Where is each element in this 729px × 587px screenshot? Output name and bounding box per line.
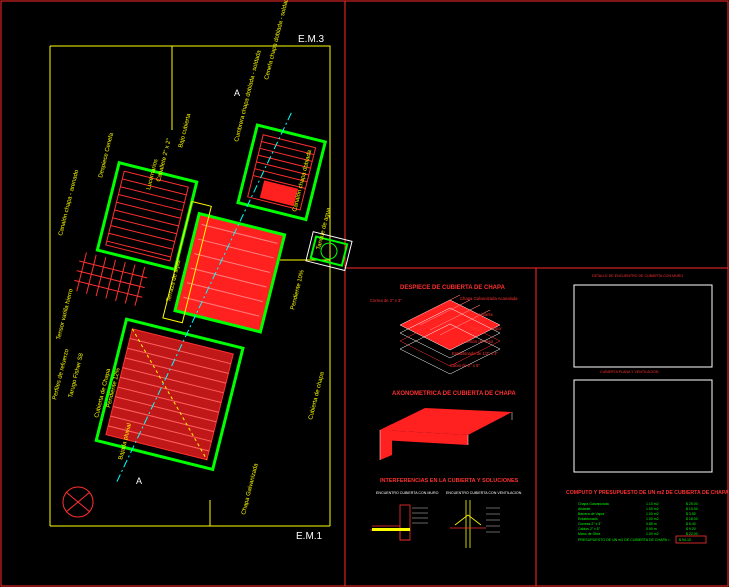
budget-cell: Barrera de Vapor [578,512,605,516]
despiece-title: DESPIECE DE CUBIERTA DE CHAPA [400,285,506,291]
despiece-label: Aislante [478,312,494,317]
despiece-label: Listón de Yeso [466,339,494,344]
budget-total-value: $ 94.10 [679,538,691,542]
north-arrow-icon [62,486,94,518]
budget-cell: $ 6.40 [686,522,696,526]
budget-cell: Aislante [578,507,591,511]
budget-cell: Entablonado [578,517,598,521]
interferencias-panel: INTERFERENCIAS EN LA CUBIERTA Y SOLUCION… [370,478,522,548]
despiece-label: Barrera de Vapor [470,326,502,331]
annotation: Tensor varilla hierro [56,288,75,341]
budget-cell: Chapa Galvanizada [578,502,609,506]
roof-module-center [162,200,287,334]
annotation: Chapa Galvanizada [241,462,260,515]
label-em3: E.M.3 [298,34,325,45]
roof-module-top [236,123,328,222]
roof-plan: E.M.3 E.M.1 A A Cumbrera chapa doblada -… [49,0,353,542]
budget-cell: $ 22.00 [686,532,698,536]
interferencias-title: INTERFERENCIAS EN LA CUBIERTA Y SOLUCION… [380,478,519,484]
section-line-a [116,112,292,482]
label-em1: E.M.1 [296,531,323,542]
budget-total-box [675,535,707,544]
right-panel: DETALLE DE ENCUENTRO DE CUBIERTA CON MUR… [566,274,729,544]
box2-title: CUBIERTA PLANA Y VENTILACION [600,370,659,374]
annotation: Canalón chapa - arenado [58,169,80,237]
budget-title: COMPUTO Y PRESUPUESTO DE UN m2 DE CUBIER… [566,490,729,496]
annotation: Cubierta de chapa [308,371,326,421]
budget-cell: 1.00 m2 [646,532,659,536]
annotation: Pendiente 10% [290,269,306,311]
budget-cell: 0.85 m [646,522,657,526]
budget-cell: 1.10 m2 [646,502,659,506]
roof-module-left [95,160,199,272]
water-tank [305,231,353,272]
budget-cell: 1.00 m2 [646,517,659,521]
annotation: Perfiles de refuerzo [52,348,71,401]
despiece-label: Entablonado de 1/2" x 4" [452,351,499,356]
annotation: Cenefa chapa doblada - soldada [264,0,291,80]
section-a-top: A [234,88,240,98]
annotation: Bajo cubierta [178,112,192,148]
annotation: Tarugo Fisher S8 [68,352,85,398]
budget-cell: $ 10.00 [686,507,698,511]
despiece-label: Cabio de 2" x 5" [450,363,480,368]
budget-cell: $ 3.50 [686,512,696,516]
detail-box-2 [573,379,713,473]
budget-table: Chapa Galvanizada 1.10 m2 $ 25.00 Aislan… [578,502,698,536]
roof-module-bottom [94,317,245,472]
budget-cell: Mano de Obra [578,532,600,536]
budget-cell: 1.00 m2 [646,512,659,516]
budget-cell: Cabios 2" x 5" [578,527,601,531]
despiece-label: Chapa Galvanizada Acanalada [460,296,518,301]
axono-title: AXONOMETRICA DE CUBIERTA DE CHAPA [392,391,516,397]
sub-right: ENCUENTRO CUBIERTA CON VENTILACION [446,491,522,495]
budget-cell: $ 25.00 [686,502,698,506]
budget-total-label: PRESUPUESTO DE UN m2 DE CUBIERTA DE CHAP… [578,538,670,542]
despiece-label: Correa de 2" x 3" [370,298,402,303]
annotation: Despiece Cenefa [98,132,115,179]
budget-cell: 0.90 m [646,527,657,531]
budget-cell: $ 18.00 [686,517,698,521]
sub-left: ENCUENTRO CUBIERTA CON MURO [376,491,439,495]
axonometric-panel: AXONOMETRICA DE CUBIERTA DE CHAPA [379,391,516,460]
despiece-panel: DESPIECE DE CUBIERTA DE CHAPA Correa de … [370,285,518,375]
purlin-hatch [74,252,148,306]
budget-cell: $ 9.20 [686,527,696,531]
section-a-bottom: A [136,476,142,486]
budget-cell: Correas 2" x 3" [578,522,602,526]
budget-cell: 1.00 m2 [646,507,659,511]
box1-title: DETALLE DE ENCUENTRO DE CUBIERTA CON MUR… [592,274,683,278]
detail-box-1 [573,284,713,368]
